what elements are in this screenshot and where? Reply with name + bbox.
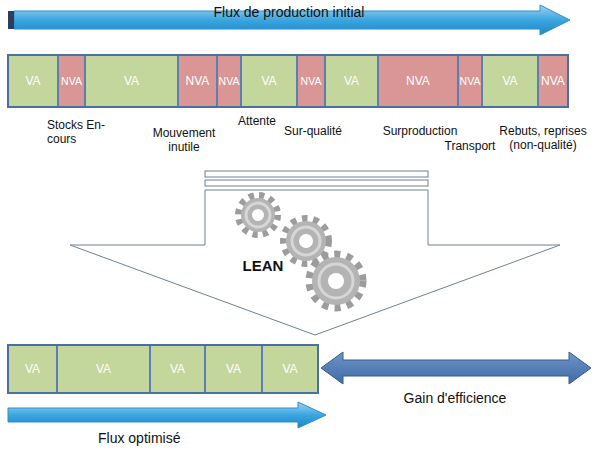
segment-label: NVA (61, 75, 82, 87)
value-segment: VA (57, 345, 150, 393)
segment-label: NVA (301, 75, 322, 87)
gain-arrow: Gain d'efficience (320, 350, 592, 412)
waste-label: Attente (230, 114, 284, 128)
flow-arrow: Flux optimisé (8, 400, 326, 450)
segment-label: VA (25, 362, 40, 376)
value-segment: NVA (538, 55, 568, 107)
gear-icon (310, 255, 362, 307)
value-segment: NVA (58, 55, 85, 107)
segment-label: VA (344, 74, 359, 88)
value-segment: NVA (378, 55, 458, 107)
value-segment: NVA (178, 55, 217, 107)
segment-label: VA (261, 74, 276, 88)
segment-label: NVA (219, 75, 240, 87)
arrow-label: Gain d'efficience (370, 390, 540, 406)
segment-label: VA (502, 74, 517, 88)
arrow-label: LEAN (228, 258, 298, 274)
value-segment: NVA (217, 55, 241, 107)
segment-label: VA (96, 362, 111, 376)
value-segment: VA (85, 55, 178, 107)
arrow-label: Flux de production initial (8, 4, 570, 20)
value-segment: VA (205, 345, 262, 393)
segment-label: NVA (541, 74, 565, 88)
value-segment: NVA (458, 55, 482, 107)
segment-label: VA (226, 362, 241, 376)
waste-label: Sur-qualité (276, 124, 350, 138)
waste-label: Surproduction (372, 124, 468, 138)
waste-label: Rebuts, reprises (non-qualité) (494, 124, 592, 152)
segment-label: VA (282, 362, 297, 376)
value-segment: VA (8, 345, 57, 393)
waste-label: Mouvement inutile (146, 126, 222, 154)
segment-label: NVA (460, 75, 481, 87)
waste-label: Transport (438, 139, 502, 153)
band-frame (8, 55, 568, 107)
segment-label: NVA (406, 74, 430, 88)
value-segment: VA (482, 55, 538, 107)
value-segment: VA (262, 345, 318, 393)
value-segment: VA (241, 55, 297, 107)
value-segment: VA (150, 345, 205, 393)
segment-label: VA (170, 362, 185, 376)
value-segment: VA (8, 55, 58, 107)
gear-icon (284, 219, 328, 263)
band-frame (8, 345, 318, 393)
flow-arrow: Flux de production initial (8, 3, 570, 35)
value-segment: VA (325, 55, 378, 107)
gear-icon (239, 196, 277, 234)
arrow-label: Flux optimisé (98, 430, 218, 446)
waste-label: Stocks En-cours (47, 118, 107, 146)
lean-arrow: LEAN (68, 168, 562, 340)
segment-label: VA (25, 74, 40, 88)
segment-label: NVA (186, 74, 210, 88)
value-segment: NVA (297, 55, 325, 107)
node-outline (68, 168, 562, 340)
segment-label: VA (124, 74, 139, 88)
